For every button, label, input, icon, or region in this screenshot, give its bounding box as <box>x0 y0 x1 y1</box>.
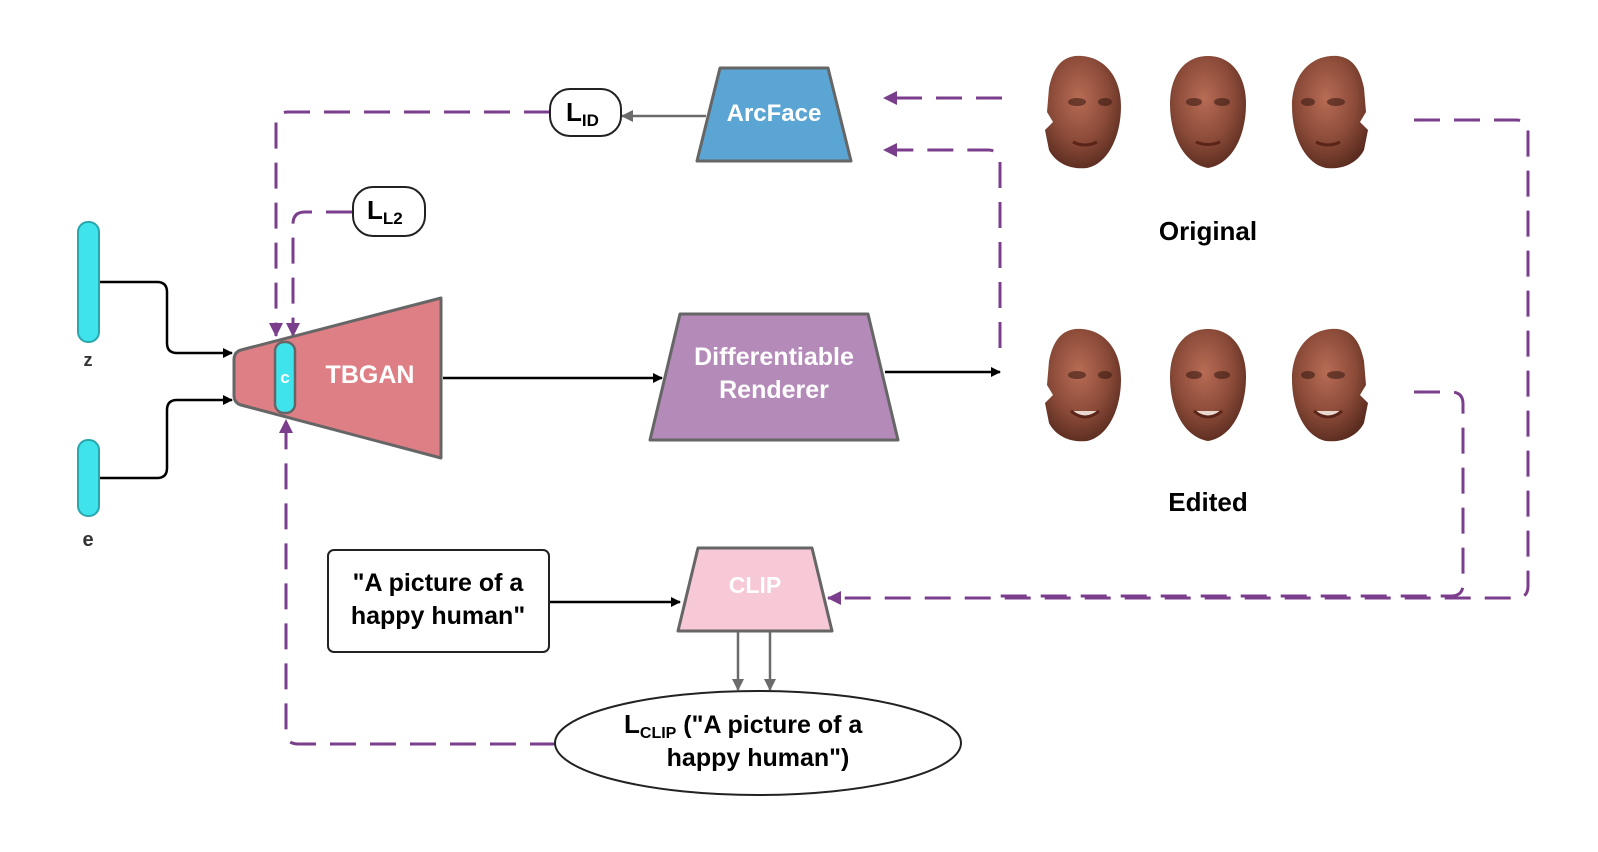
lid-to-c-dashed <box>269 110 550 337</box>
arcface-block <box>695 66 853 163</box>
edited-face-left-image <box>1045 328 1121 442</box>
z-latent-bar <box>77 221 100 343</box>
renderer-block <box>648 312 900 442</box>
original-faces-group <box>1045 55 1368 169</box>
loss-clip-ellipse <box>554 690 962 796</box>
z-label: z <box>84 350 93 370</box>
e-label: e <box>82 529 93 551</box>
edited-faces-group <box>1045 328 1368 442</box>
tbgan-block <box>232 296 443 460</box>
z-to-tbgan-arrow <box>100 280 233 358</box>
renderer-label-line2: Renderer <box>719 376 829 404</box>
original-face-front-image <box>1170 56 1246 168</box>
original-face-left-image <box>1045 55 1121 169</box>
prompt-box <box>327 549 550 653</box>
prompt-line1: "A picture of a <box>353 569 525 597</box>
arcface-label: ArcFace <box>727 100 822 127</box>
ll2-to-c-dashed <box>286 210 352 337</box>
loss-clip-line1: LCLIP ("A picture of a <box>624 709 863 742</box>
loss-id-label: LID <box>566 97 599 130</box>
loss-clip-line2: happy human") <box>667 744 850 772</box>
clip-label: CLIP <box>729 572 781 598</box>
c-label: c <box>280 368 289 387</box>
loss-id-box <box>549 88 622 137</box>
c-latent-bar <box>273 340 297 415</box>
original-label: Original <box>1159 216 1257 246</box>
e-to-tbgan-arrow <box>100 395 233 480</box>
e-latent-bar <box>77 439 100 517</box>
lclip-to-c-dashed <box>279 419 556 746</box>
original-face-right-image <box>1292 55 1368 169</box>
edited-face-right-image <box>1292 328 1368 442</box>
edited-to-arcface-dashed <box>883 143 1002 348</box>
renderer-label-line1: Differentiable <box>694 343 854 371</box>
loss-l2-label: LL2 <box>367 195 403 228</box>
edited-to-clip-dashed <box>1000 390 1465 598</box>
edited-face-front-image <box>1170 329 1246 441</box>
tbgan-label: TBGAN <box>326 361 415 389</box>
edited-label: Edited <box>1168 487 1247 517</box>
prompt-line2: happy human" <box>351 602 525 630</box>
clip-block <box>676 546 834 633</box>
loss-l2-box <box>352 186 426 237</box>
